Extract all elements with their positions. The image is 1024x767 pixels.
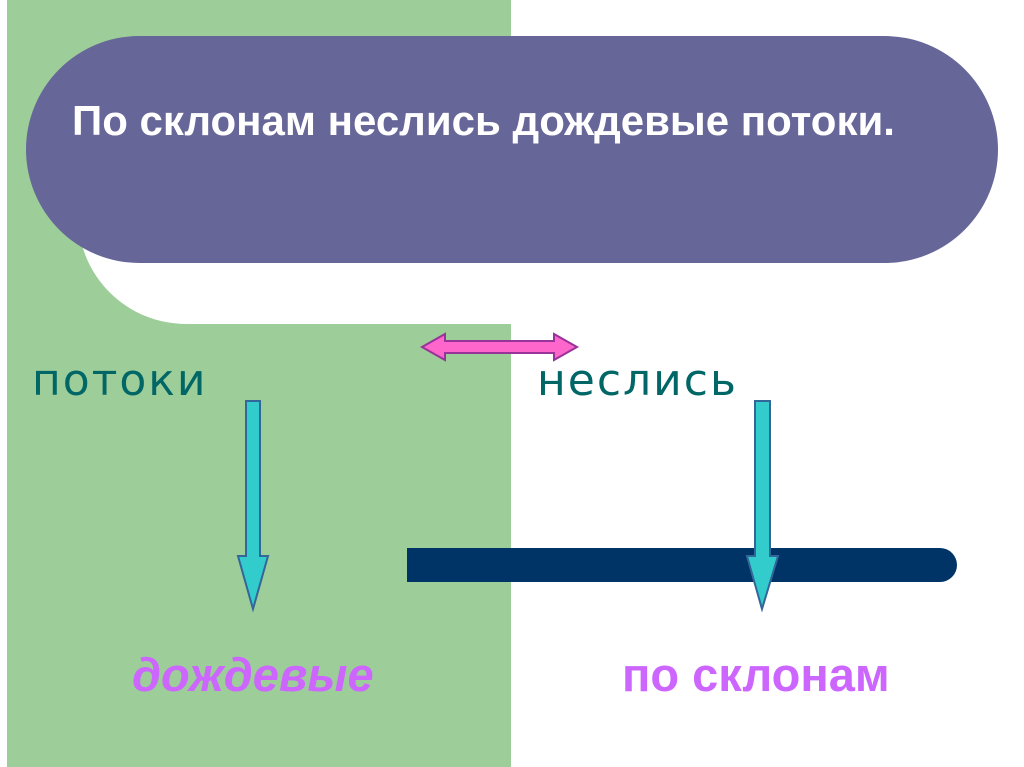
subject-dependent-word: дождевые [132, 648, 374, 701]
predicate-word: неслись [537, 355, 738, 406]
title-banner [26, 36, 998, 263]
predicate-down-arrow [745, 400, 780, 613]
subject-down-arrow [236, 400, 270, 613]
sentence-title: По склонам неслись дождевые потоки. [72, 97, 895, 144]
subject-predicate-link-arrow [419, 332, 580, 362]
subject-word: потоки [32, 355, 208, 406]
predicate-dependent-word: по склонам [622, 648, 890, 701]
predicate-dependent-underline [407, 548, 957, 582]
